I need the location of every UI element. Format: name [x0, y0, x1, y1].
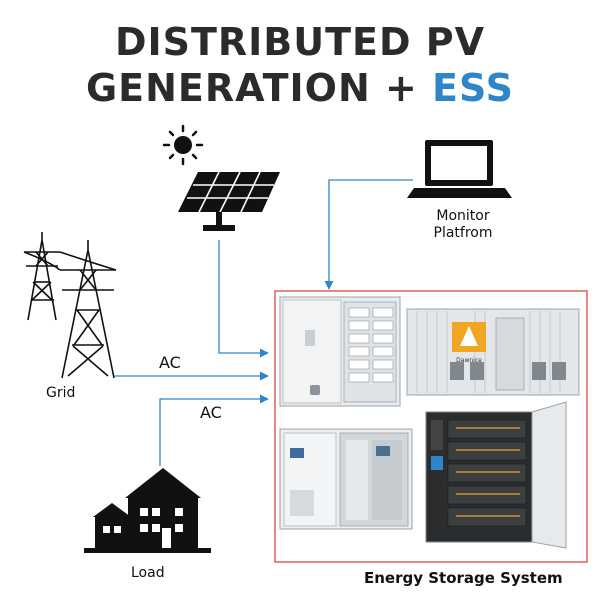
- ess-label: Energy Storage System: [364, 569, 563, 587]
- edge-load-to-ess: [159, 394, 269, 466]
- ess-pcs-cabinet: [279, 428, 413, 530]
- ess-container-brand: Dawnice: [456, 357, 482, 364]
- laptop-icon: [407, 140, 512, 198]
- ac-label-grid: AC: [159, 353, 181, 372]
- load-label: Load: [131, 565, 165, 581]
- ess-cabinet-outdoor: [279, 296, 401, 407]
- title-line-1: DISTRIBUTED PV: [114, 20, 486, 64]
- title-line-2: GENERATION + ESS: [0, 66, 600, 110]
- house-icon: [84, 468, 211, 553]
- edge-solar-to-ess: [218, 240, 269, 358]
- title-accent: ESS: [432, 66, 515, 110]
- power-tower-icon: [23, 232, 117, 379]
- ess-container: [406, 308, 580, 396]
- connection-lines: [114, 179, 413, 466]
- ac-label-load: AC: [200, 403, 222, 422]
- grid-label: Grid: [46, 385, 76, 401]
- solar-panel-icon: [178, 171, 280, 231]
- ess-battery-rack: [425, 401, 567, 549]
- sun-icon: [162, 124, 204, 166]
- edge-monitor-to-ess: [324, 179, 413, 290]
- title-line-2-main: GENERATION +: [85, 66, 433, 110]
- monitor-label-line1: Monitor: [436, 208, 490, 224]
- monitor-label-line2: Platfrom: [433, 225, 493, 241]
- monitor-label: Monitor Platfrom: [418, 208, 508, 242]
